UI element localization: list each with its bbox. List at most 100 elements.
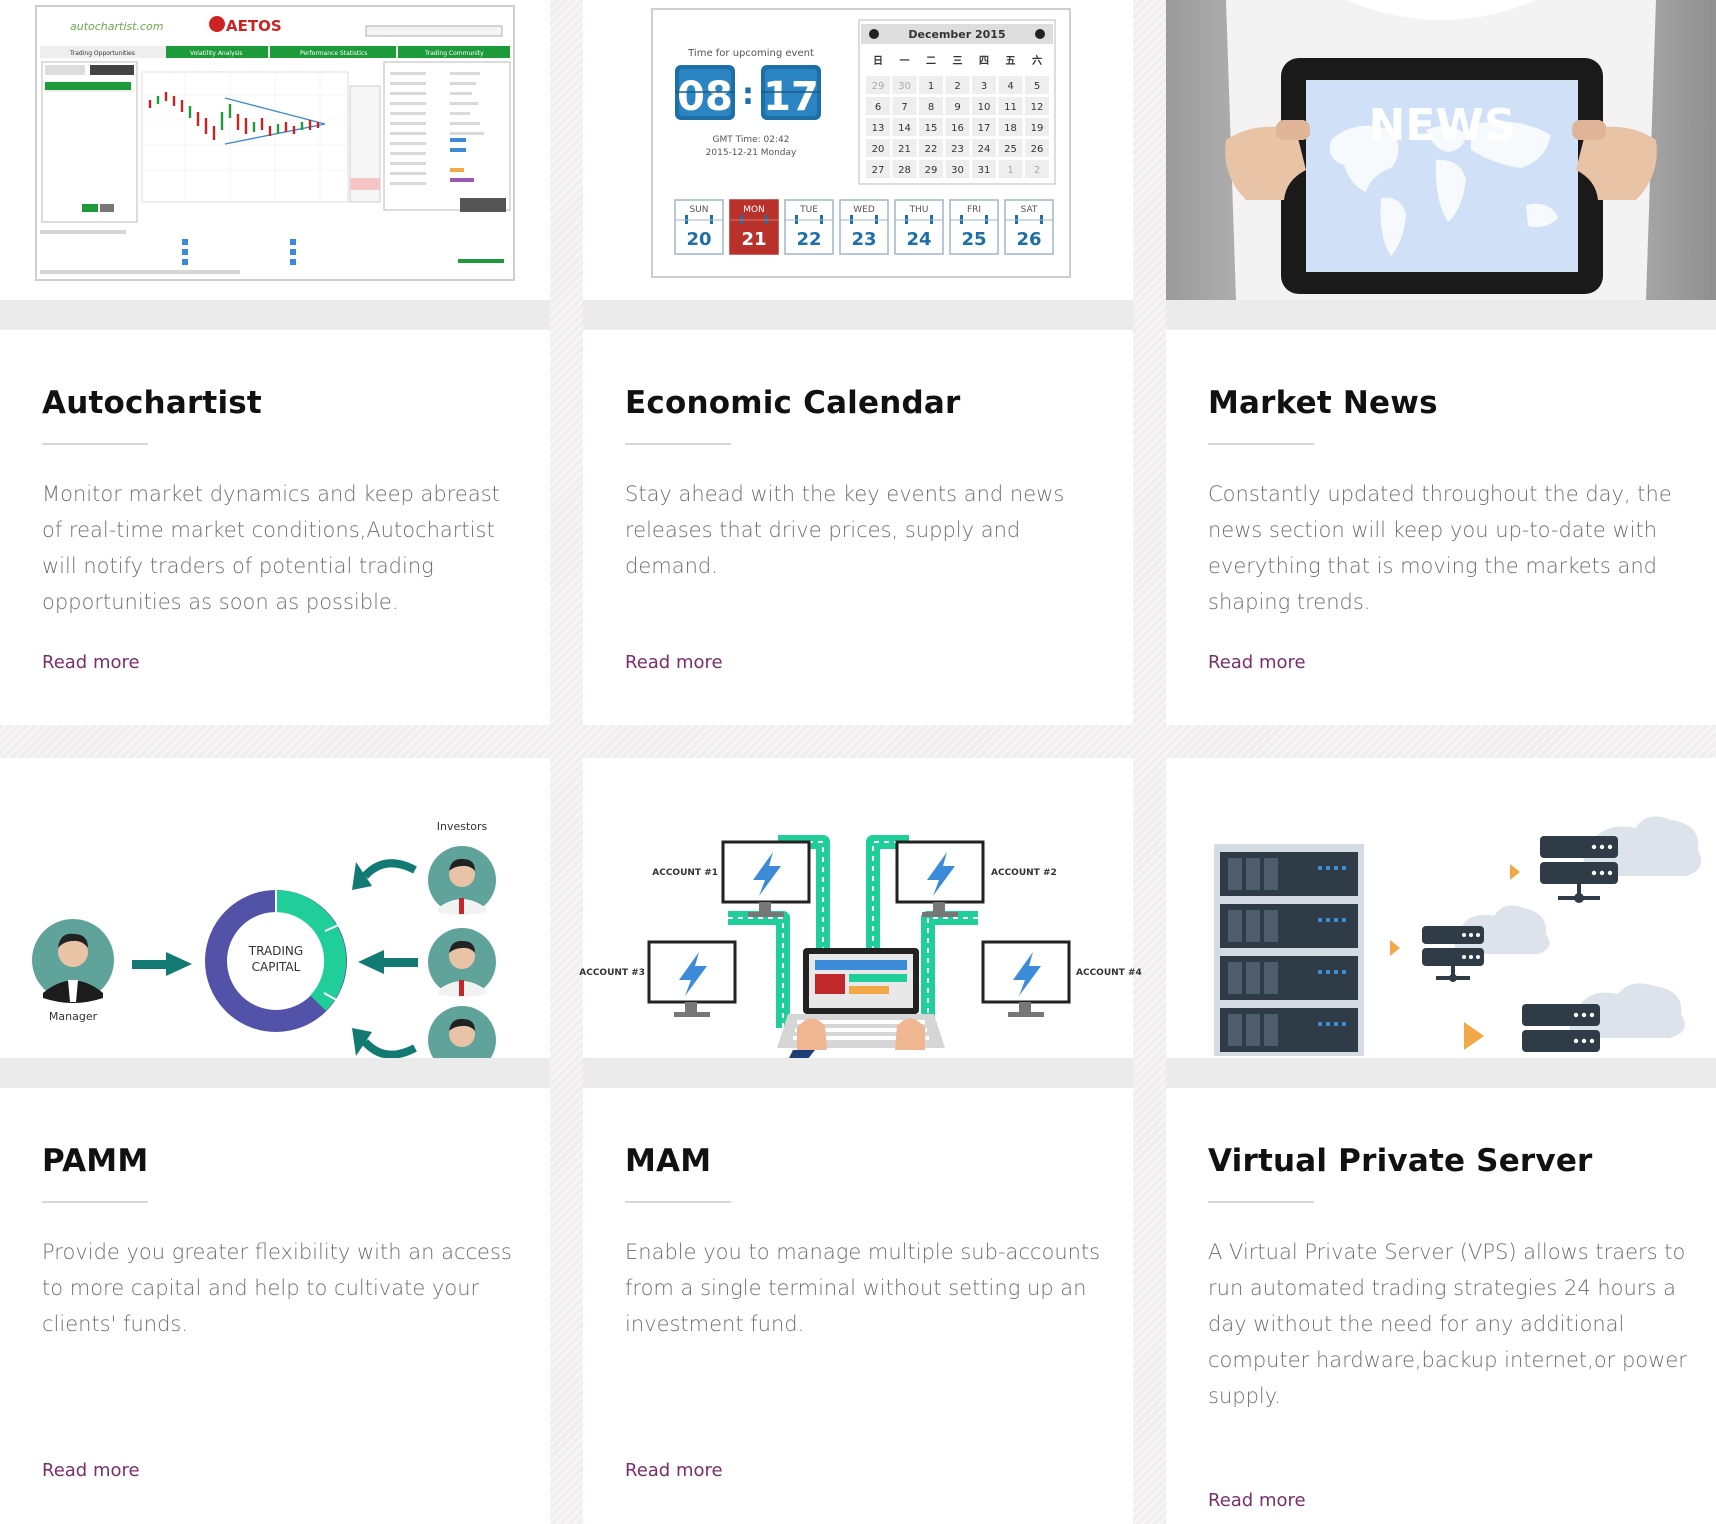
calendar-day-cell[interactable] [972,139,996,157]
calendar-prev-icon[interactable] [869,29,879,39]
calendar-day-cell[interactable] [998,139,1023,157]
mam-diagram-image: ACCOUNT #1 ACCOUNT #2 ACCOUNT #3 ACCOUNT… [579,835,1142,1060]
calendar-day-cell[interactable] [972,160,996,178]
calendar-day-cell[interactable] [972,118,996,136]
calendar-day-cell[interactable] [1025,97,1049,115]
calendar-day-cell[interactable] [998,118,1023,136]
calendar-day-cell[interactable] [998,97,1023,115]
upcoming-event-label: Time for upcoming event [687,48,814,59]
calendar-day-cell[interactable] [945,139,970,157]
aetos-logo-text: AETOS [226,17,282,35]
calendar-weekday-header: 日一二三四五六 [873,54,1042,67]
card-autochartist: autochartist.com AETOS Trading Opportuni… [0,0,550,725]
calendar-day-number: 11 [1004,102,1017,113]
calendar-day-cell[interactable] [972,76,996,94]
read-more-link-market-news[interactable]: Read more [1208,652,1306,673]
calendar-day-cell[interactable] [866,118,890,136]
calendar-weekday-head: 二 [926,55,936,67]
calendar-day-cell[interactable] [892,118,917,136]
calendar-day-number: 28 [898,165,911,176]
calendar-day-cell[interactable] [945,97,970,115]
title-divider [1208,443,1314,445]
calendar-day-cell[interactable] [919,76,943,94]
card-description: Provide you greater flexibility with an … [42,1240,512,1336]
calendar-day-cell[interactable] [998,76,1023,94]
calendar-day-number: 5 [1034,81,1040,92]
card-description: Monitor market dynamics and keep abreast… [42,482,500,614]
week-day-name: THU [909,205,929,215]
calendar-day-cell[interactable] [892,139,917,157]
card-mam: ACCOUNT #1 ACCOUNT #2 ACCOUNT #3 ACCOUNT… [579,758,1142,1524]
calendar-day-cell[interactable] [866,97,890,115]
read-more-link-pamm[interactable]: Read more [42,1460,140,1481]
account-3-label: ACCOUNT #3 [579,968,645,978]
trading-capital-line1: TRADING [248,944,303,958]
autochartist-tab-1: Trading Opportunities [69,50,135,57]
calendar-day-cell[interactable] [892,160,917,178]
calendar-day-cell[interactable] [945,118,970,136]
calendar-weekday-head: 六 [1032,54,1042,67]
calendar-day-cell[interactable] [1025,76,1049,94]
calendar-day-cell[interactable] [919,139,943,157]
calendar-day-cell[interactable] [919,118,943,136]
calendar-day-cell[interactable] [1025,118,1049,136]
calendar-day-cell[interactable] [972,97,996,115]
calendar-day-cell[interactable] [866,76,890,94]
calendar-day-cell[interactable] [1025,139,1049,157]
investors-label: Investors [437,820,488,833]
week-day-mon[interactable]: MON 21 [729,199,779,255]
week-day-date: 21 [741,229,766,250]
read-more-link-mam[interactable]: Read more [625,1460,723,1481]
calendar-day-number: 9 [954,102,960,113]
calendar-day-number: 23 [951,144,964,155]
calendar-day-number: 20 [872,144,885,155]
calendar-day-cell[interactable] [919,160,943,178]
calendar-day-cell[interactable] [892,97,917,115]
curved-arrow-bottom-icon [362,1039,417,1059]
current-date: 2015-12-21 Monday [706,148,797,158]
aetos-logo-icon [209,16,225,32]
week-day-date: 22 [796,229,821,250]
autochartist-preview-image: autochartist.com AETOS Trading Opportuni… [35,5,515,281]
calendar-day-number: 12 [1031,102,1044,113]
calendar-weekday-head: 日 [873,55,883,67]
trading-capital-line2: CAPITAL [252,960,301,974]
calendar-day-cell[interactable] [945,76,970,94]
account-1-monitor-icon [721,840,811,917]
week-day-name: SAT [1021,205,1038,215]
vps-diagram [1166,758,1716,1058]
calendar-day-cell[interactable] [866,160,890,178]
calendar-next-icon[interactable] [1035,29,1045,39]
read-more-link-autochartist[interactable]: Read more [42,652,140,673]
week-day-name: MON [743,205,765,215]
calendar-day-number: 30 [898,81,911,92]
card-title: MAM [625,1143,712,1179]
calendar-day-cell[interactable] [892,76,917,94]
account-2-monitor-icon [895,840,985,917]
calendar-day-number: 2 [1034,165,1040,176]
calendar-day-number: 6 [875,102,881,113]
calendar-day-cell[interactable] [1025,160,1049,178]
calendar-day-cell[interactable] [945,160,970,178]
read-more-link-economic-calendar[interactable]: Read more [625,652,723,673]
autochartist-tab-3: Performance Statistics [300,50,367,57]
calendar-day-number: 14 [898,123,911,134]
calendar-day-number: 30 [951,165,964,176]
calendar-day-cell[interactable] [998,160,1023,178]
card-description: Enable you to manage multiple sub-accoun… [625,1240,1101,1336]
play-arrow-icon [1464,1022,1484,1050]
read-more-link-vps[interactable]: Read more [1208,1490,1306,1511]
week-day-date: 23 [851,229,876,250]
play-arrow-icon [1510,864,1520,880]
calendar-day-cell[interactable] [919,97,943,115]
calendar-day-cell[interactable] [866,139,890,157]
title-divider [42,443,148,445]
account-3-monitor-icon [647,940,737,1017]
calendar-day-number: 24 [978,144,991,155]
